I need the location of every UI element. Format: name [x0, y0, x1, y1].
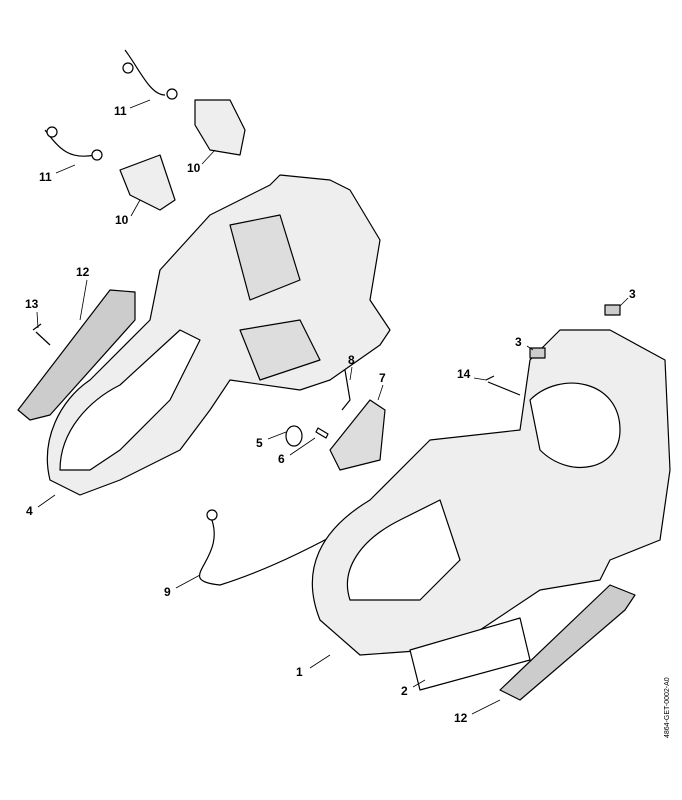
callout-11: 11	[39, 170, 52, 184]
pad-3	[529, 347, 546, 359]
callout-12: 12	[76, 265, 90, 279]
callout-9: 9	[164, 585, 171, 599]
cable-end	[206, 509, 218, 521]
callout-14: 14	[457, 367, 471, 381]
callout-3: 3	[629, 287, 636, 301]
drawing-code: 4864-GET-0002-A0	[664, 677, 671, 738]
guard-right	[499, 584, 636, 701]
callout-12: 12	[454, 711, 468, 725]
pad-3	[604, 304, 621, 316]
screw-13	[32, 323, 51, 346]
guard-left	[17, 289, 136, 421]
callout-7: 7	[379, 371, 386, 385]
callout-6: 6	[278, 452, 285, 466]
callout-11: 11	[114, 104, 127, 118]
warning-decal	[409, 617, 531, 691]
callout-13: 13	[25, 297, 39, 311]
handle-housing-left	[46, 174, 391, 496]
callout-1: 1	[296, 665, 303, 679]
leader-lines	[36, 99, 629, 715]
handle-housing-right	[311, 329, 671, 656]
screw-14	[485, 375, 521, 396]
small-parts	[285, 369, 386, 471]
callout-10: 10	[187, 161, 201, 175]
callout-3: 3	[515, 335, 522, 349]
callout-10: 10	[115, 213, 129, 227]
callout-5: 5	[256, 436, 263, 450]
callout-2: 2	[401, 684, 408, 698]
parts-10-11	[44, 49, 246, 211]
callout-8: 8	[348, 353, 355, 367]
callout-4: 4	[26, 504, 33, 518]
